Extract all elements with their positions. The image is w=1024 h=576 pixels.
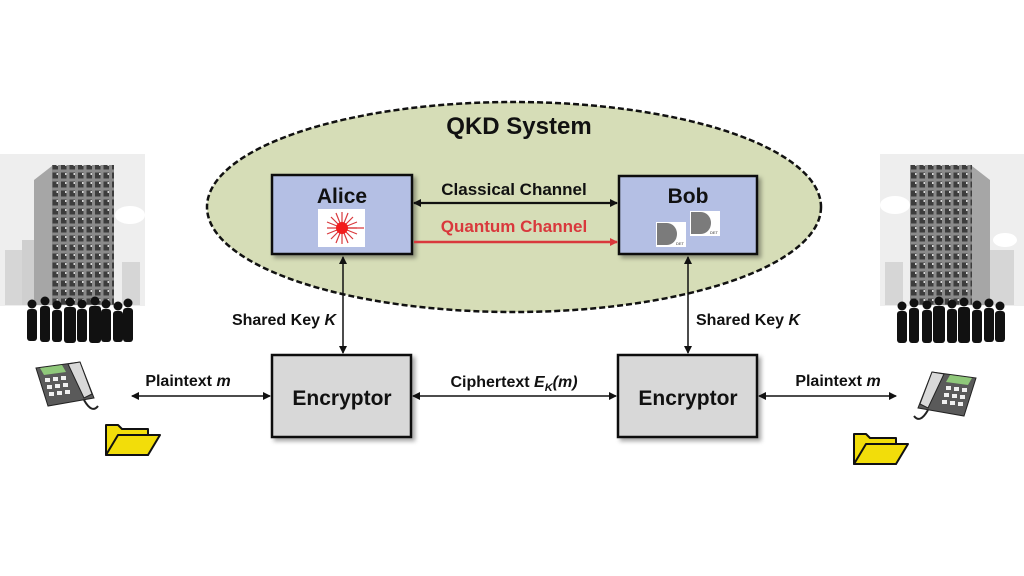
alice-node: Alice — [270, 173, 414, 256]
alice-label: Alice — [317, 185, 367, 208]
shared-key-right-label: Shared Key K — [696, 312, 801, 329]
plaintext-left-label: Plaintext m — [145, 373, 230, 390]
classical-channel-label: Classical Channel — [441, 180, 587, 199]
encryptor-left-label: Encryptor — [292, 387, 391, 410]
folder-icon — [105, 424, 161, 456]
quantum-channel-label: Quantum Channel — [441, 217, 587, 236]
shared-key-left-label: Shared Key K — [232, 312, 337, 329]
telephone-icon — [913, 371, 977, 420]
shared-key-right: Shared Key K — [684, 256, 801, 354]
people-crowd-icon — [27, 296, 133, 343]
shared-key-left: Shared Key K — [232, 256, 347, 354]
folder-icon — [853, 433, 909, 465]
bob-label: Bob — [668, 185, 709, 208]
encryptor-left: Encryptor — [270, 353, 413, 439]
ciphertext-channel: Ciphertext EK(m) — [412, 374, 617, 400]
photon-detector-icon: DET — [690, 211, 720, 236]
plaintext-right: Plaintext m — [758, 373, 897, 400]
svg-text:DET: DET — [676, 241, 685, 246]
plaintext-left: Plaintext m — [131, 373, 271, 400]
encryptor-right: Encryptor — [616, 353, 759, 439]
classical-channel: Classical Channel — [413, 180, 618, 207]
plaintext-right-label: Plaintext m — [795, 373, 880, 390]
bob-node: Bob DET DET — [617, 174, 759, 256]
quantum-channel: Quantum Channel — [414, 217, 618, 246]
laser-source-icon — [318, 209, 365, 247]
qkd-system-boundary — [205, 100, 823, 314]
photon-detector-icon: DET — [656, 222, 686, 247]
encryptor-right-label: Encryptor — [638, 387, 737, 410]
telephone-icon — [35, 361, 99, 410]
ciphertext-label: Ciphertext EK(m) — [450, 374, 577, 394]
office-building-icon — [0, 154, 145, 306]
people-crowd-icon — [897, 296, 1005, 343]
office-building-icon — [880, 154, 1024, 306]
qkd-system-title: QKD System — [446, 113, 591, 140]
svg-text:DET: DET — [710, 230, 719, 235]
